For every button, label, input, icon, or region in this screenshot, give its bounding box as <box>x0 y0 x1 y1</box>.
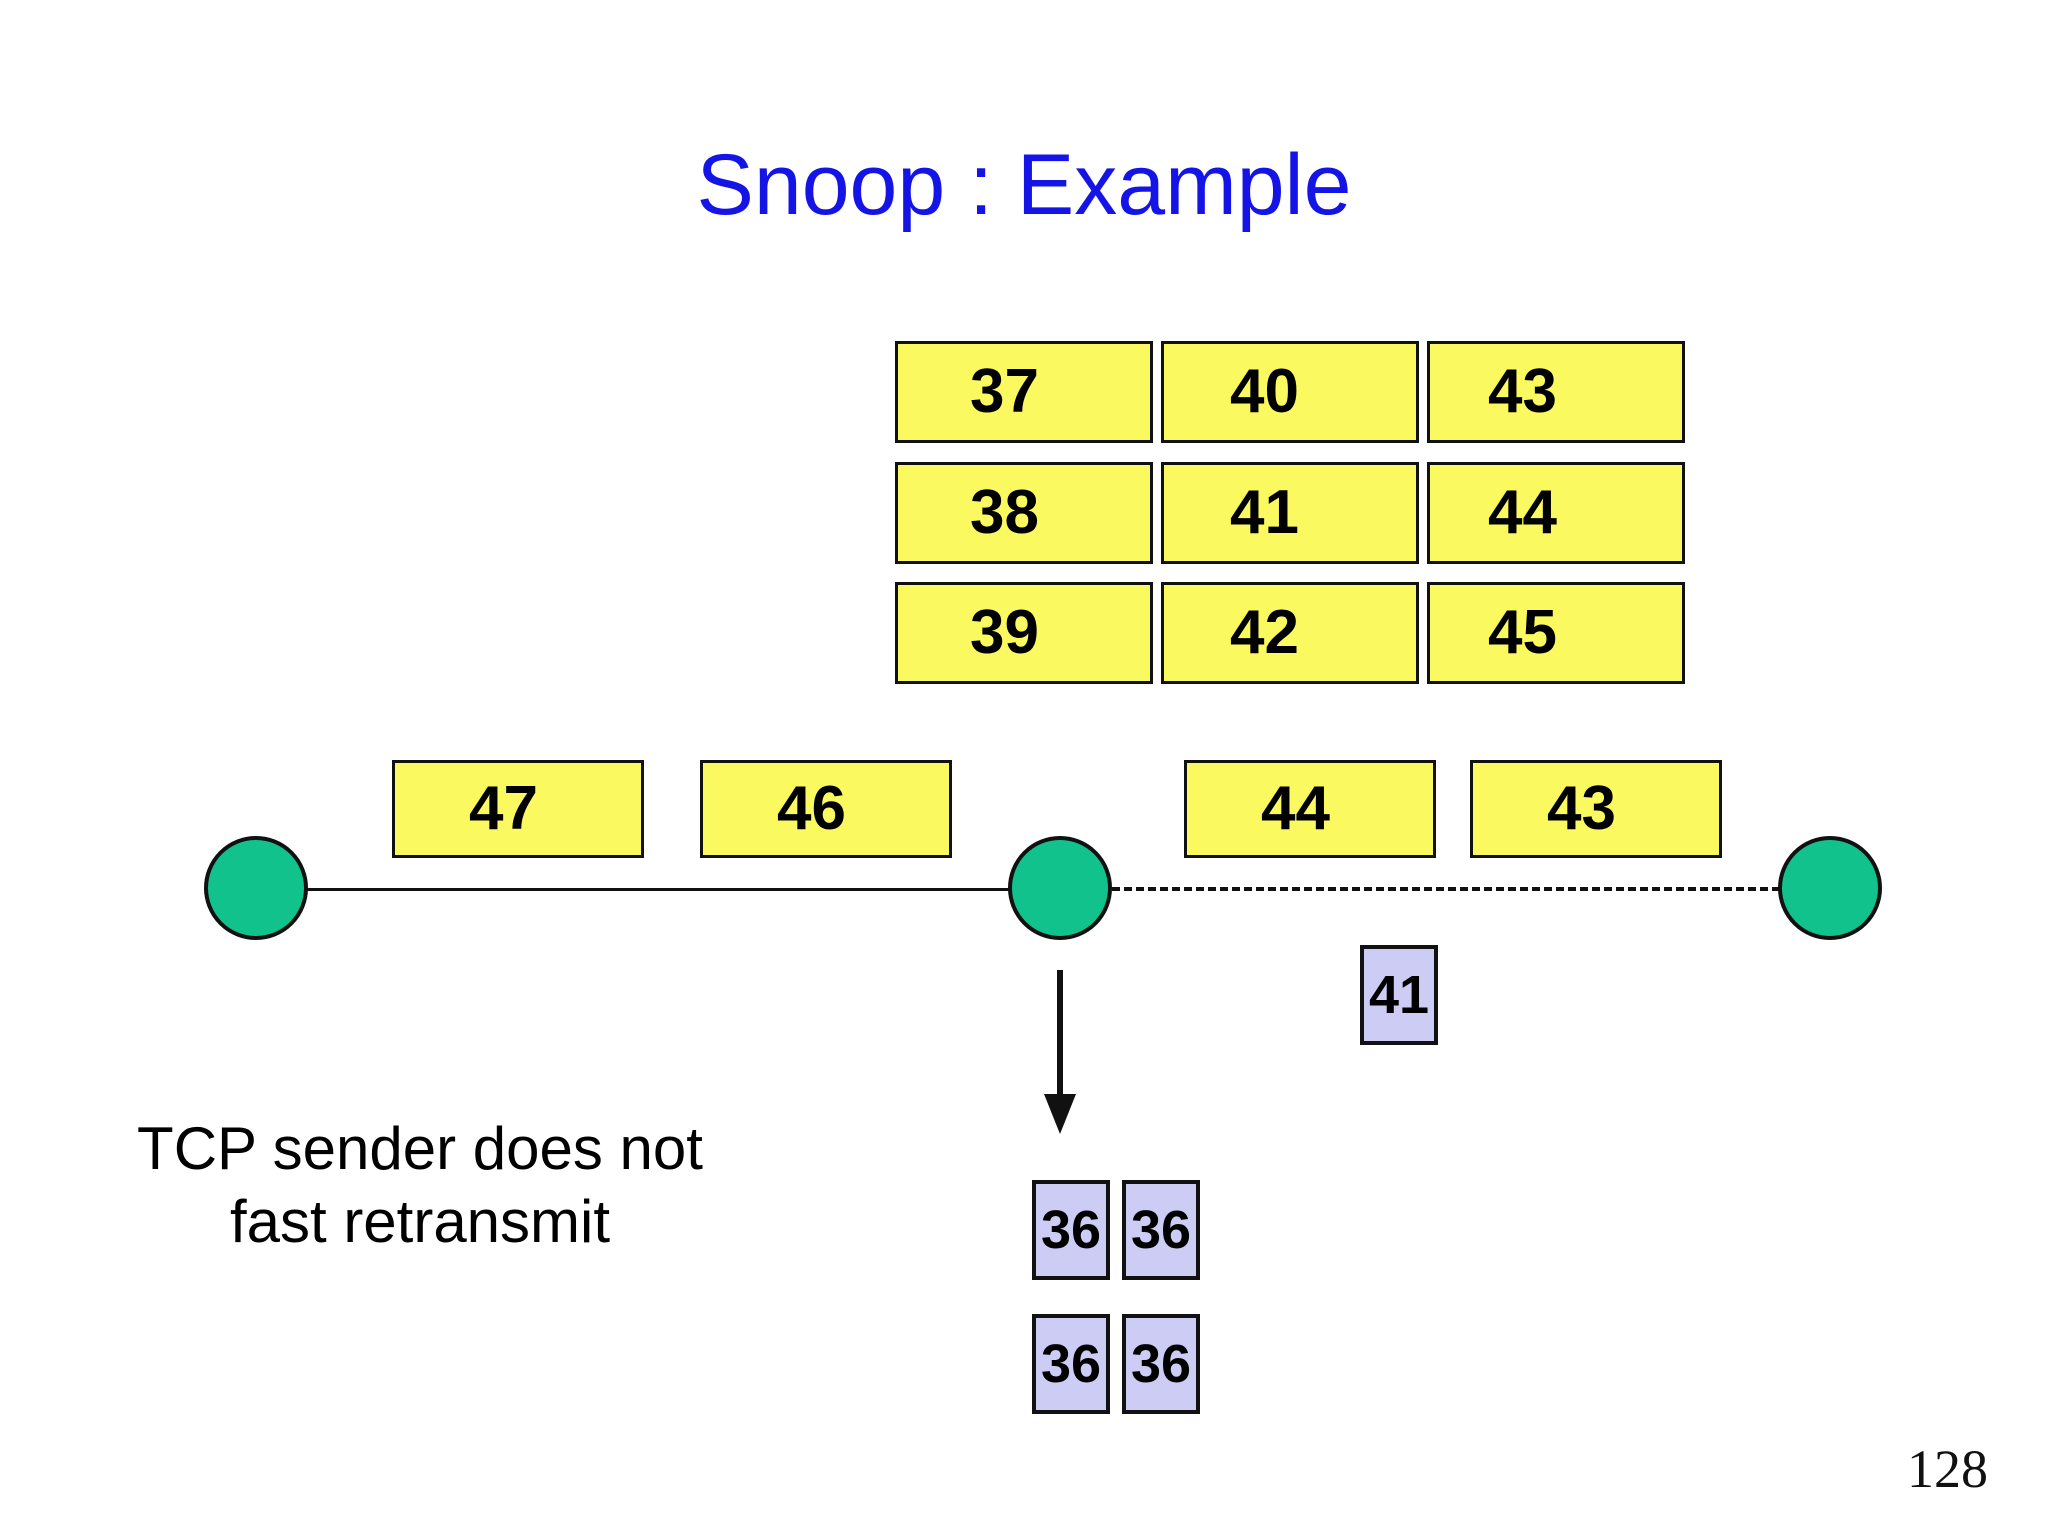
packet-box: 47 <box>392 760 644 858</box>
packet-label: 38 <box>970 478 1039 547</box>
packet-box: 40 <box>1161 341 1419 443</box>
ack-box: 36 <box>1032 1180 1110 1280</box>
annotation-text: TCP sender does not fast retransmit <box>100 1112 740 1258</box>
page-title: Snoop : Example <box>696 137 1352 233</box>
packet-box: 37 <box>895 341 1153 443</box>
ack-label: 36 <box>1040 1334 1102 1394</box>
ack-label: 36 <box>1130 1334 1192 1394</box>
packet-box: 42 <box>1161 582 1419 684</box>
ack-label: 36 <box>1040 1200 1102 1260</box>
packet-box: 38 <box>895 462 1153 564</box>
base-station-node[interactable] <box>1008 836 1112 940</box>
packet-label: 47 <box>469 774 538 843</box>
packet-label: 40 <box>1230 357 1299 426</box>
mobile-host-node[interactable] <box>1778 836 1882 940</box>
ack-box: 41 <box>1360 945 1438 1045</box>
packet-box: 46 <box>700 760 952 858</box>
down-arrow-icon <box>1044 970 1076 1134</box>
wired-link-line <box>306 888 1010 891</box>
packet-box: 43 <box>1427 341 1685 443</box>
packet-label: 44 <box>1488 478 1557 547</box>
packet-box: 39 <box>895 582 1153 684</box>
packet-box: 44 <box>1427 462 1685 564</box>
wireless-link-line <box>1112 887 1780 891</box>
ack-box: 36 <box>1122 1314 1200 1414</box>
packet-label: 44 <box>1261 774 1330 843</box>
packet-box: 43 <box>1470 760 1722 858</box>
page-number: 128 <box>1907 1439 1988 1499</box>
tcp-sender-node[interactable] <box>204 836 308 940</box>
packet-box: 41 <box>1161 462 1419 564</box>
packet-label: 43 <box>1488 357 1557 426</box>
ack-box: 36 <box>1122 1180 1200 1280</box>
packet-label: 46 <box>777 774 846 843</box>
packet-label: 43 <box>1547 774 1616 843</box>
packet-label: 37 <box>970 357 1039 426</box>
ack-box: 36 <box>1032 1314 1110 1414</box>
annotation-line-2: fast retransmit <box>229 1188 611 1256</box>
annotation-line-1: TCP sender does not <box>137 1115 703 1182</box>
ack-label: 36 <box>1130 1200 1192 1260</box>
packet-label: 42 <box>1230 598 1299 667</box>
packet-label: 39 <box>970 598 1039 667</box>
packet-label: 41 <box>1230 478 1299 547</box>
packet-label: 45 <box>1488 598 1557 667</box>
ack-label: 41 <box>1368 965 1430 1025</box>
packet-box: 44 <box>1184 760 1436 858</box>
packet-box: 45 <box>1427 582 1685 684</box>
